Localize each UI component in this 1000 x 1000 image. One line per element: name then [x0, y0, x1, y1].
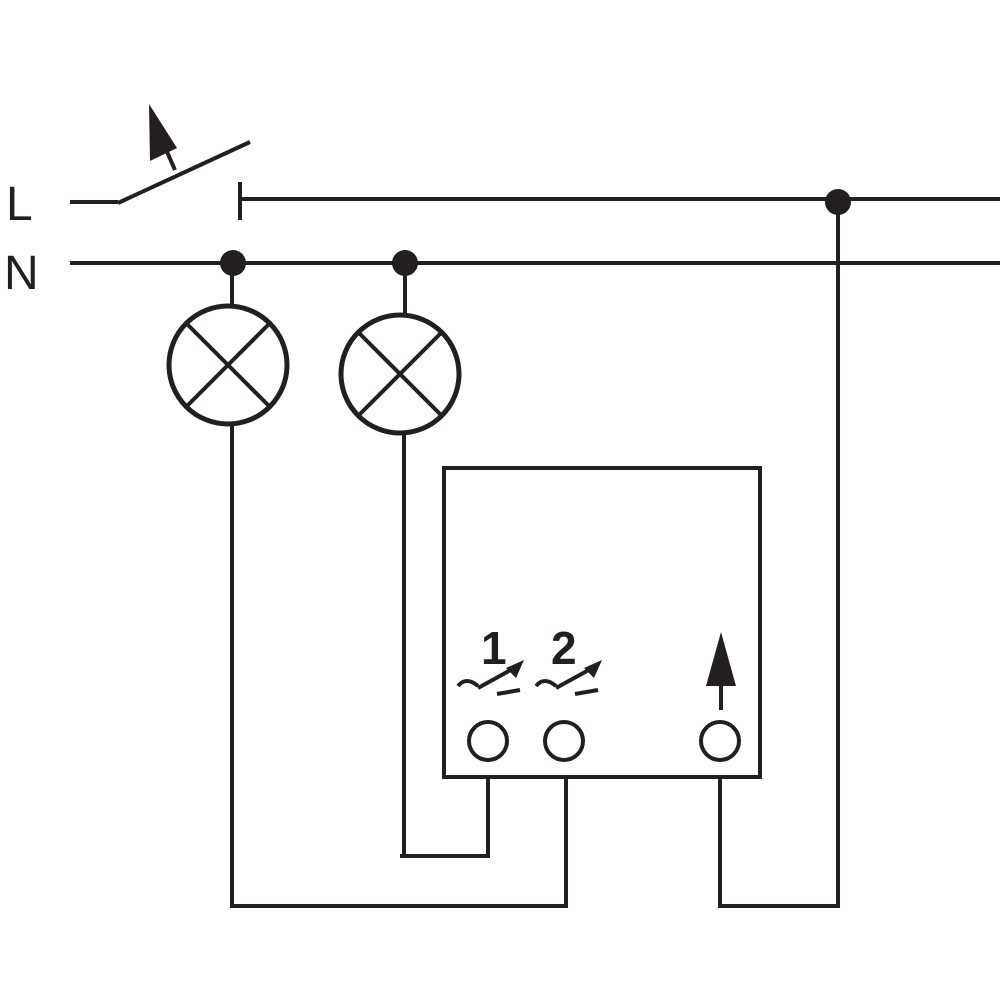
push-button-arrow-icon: [149, 104, 177, 171]
channel-2-label: 2: [551, 622, 577, 674]
terminal-input: [699, 720, 741, 762]
terminal-1: [467, 720, 509, 762]
relay-contact-1-icon: [456, 660, 524, 696]
lamp-2-icon: [338, 263, 462, 436]
line-rail: [70, 140, 1000, 220]
switch-contact-lever: [117, 140, 251, 205]
terminal-2: [543, 720, 585, 762]
line-label: L: [6, 178, 33, 231]
wire-lamp-2-to-channel-1: [400, 433, 490, 858]
wire-lamp-1-to-channel-2: [230, 424, 568, 908]
lamp-1-icon: [166, 263, 290, 427]
arrow-up-icon: [706, 632, 736, 710]
neutral-label: N: [4, 247, 39, 300]
channel-1-label: 1: [481, 622, 507, 674]
wire-line-to-input: [718, 202, 840, 908]
relay-contact-2-icon: [534, 660, 602, 696]
